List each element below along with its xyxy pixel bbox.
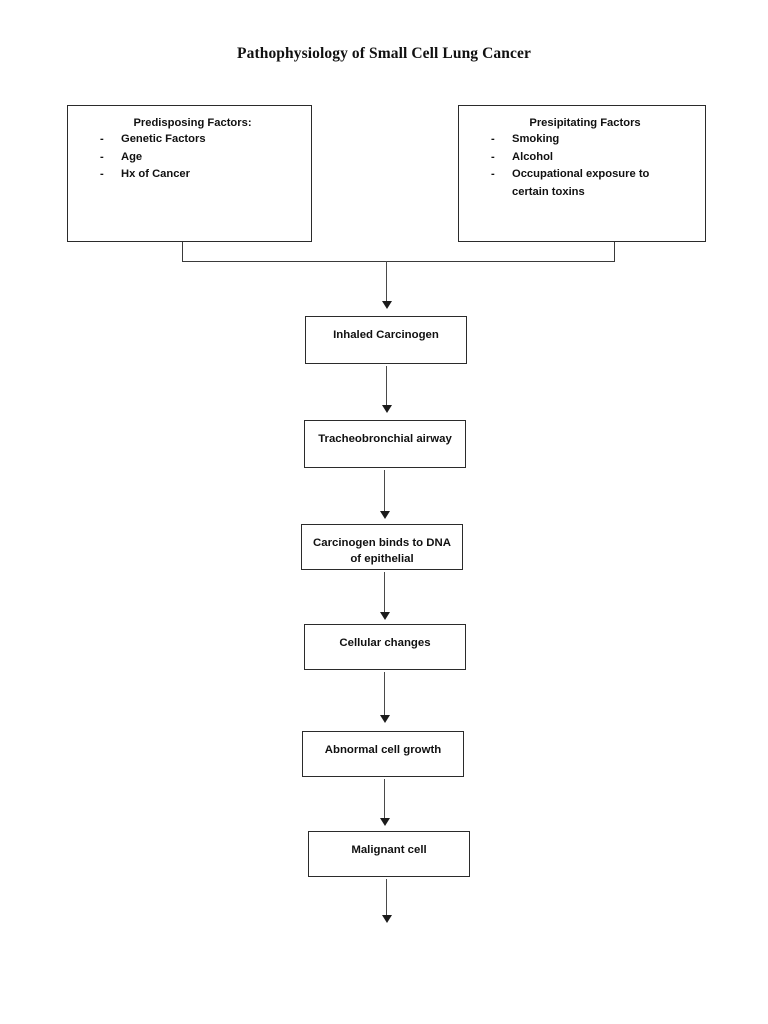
arrow-shaft-1 <box>386 366 387 408</box>
chain-box-tracheobronchial-airway: Tracheobronchial airway <box>304 420 466 468</box>
bullet-dash: - <box>491 150 495 163</box>
chain-box-cellular-changes: Cellular changes <box>304 624 466 670</box>
arrow-shaft-2 <box>384 470 385 514</box>
presipitating-factors-list: - Smoking - Alcohol - Occupational expos… <box>459 131 705 201</box>
presipitating-factors-heading: Presipitating Factors <box>529 117 641 129</box>
chain-box-abnormal-cell-growth: Abnormal cell growth <box>302 731 464 777</box>
chain-box-inhaled-carcinogen: Inhaled Carcinogen <box>305 316 467 364</box>
bullet-dash: - <box>100 168 104 180</box>
list-item-label: Occupational exposure to certain toxins <box>512 168 650 198</box>
chain-box-label: Inhaled Carcinogen <box>333 329 439 341</box>
bullet-dash: - <box>100 133 104 145</box>
arrow-head-2 <box>380 511 390 519</box>
presipitating-factors-box: Presipitating Factors - Smoking - Alcoho… <box>458 105 706 242</box>
list-item: - Genetic Factors <box>68 131 311 149</box>
list-item: - Alcohol <box>459 149 705 167</box>
merge-arrow-head <box>382 301 392 309</box>
merge-arrow-shaft <box>386 261 387 304</box>
list-item: - Age <box>68 149 311 167</box>
list-item: - Smoking <box>459 131 705 149</box>
list-item-label: Age <box>121 150 143 163</box>
chain-box-malignant-cell: Malignant cell <box>308 831 470 877</box>
chain-box-carcinogen-binds-dna: Carcinogen binds to DNA of epithelial <box>301 524 463 570</box>
arrow-shaft-terminal <box>386 879 387 918</box>
connector-horizontal-bar <box>182 261 615 262</box>
arrow-head-5 <box>380 818 390 826</box>
arrow-head-4 <box>380 715 390 723</box>
connector-stub-right <box>614 242 615 262</box>
bullet-dash: - <box>100 150 104 163</box>
arrow-head-terminal <box>382 915 392 923</box>
chain-box-label: Malignant cell <box>351 844 427 856</box>
page-title: Pathophysiology of Small Cell Lung Cance… <box>237 45 531 62</box>
list-item-label: Alcohol <box>512 150 554 163</box>
bullet-dash: - <box>491 168 495 180</box>
chain-box-label-line2: of epithelial <box>350 553 414 565</box>
arrow-head-3 <box>380 612 390 620</box>
predisposing-factors-list: - Genetic Factors - Age - Hx of Cancer <box>68 131 311 184</box>
connector-stub-left <box>182 242 183 262</box>
list-item-label: Genetic Factors <box>121 133 206 145</box>
arrow-shaft-3 <box>384 572 385 615</box>
chain-box-label: Tracheobronchial airway <box>318 433 452 445</box>
bullet-dash: - <box>491 133 495 145</box>
chain-box-label: Abnormal cell growth <box>324 744 442 756</box>
list-item: - Occupational exposure to certain toxin… <box>459 166 705 201</box>
chain-box-label: Carcinogen binds to DNA of epithelial <box>302 535 462 567</box>
list-item: - Hx of Cancer <box>68 166 311 184</box>
arrow-head-1 <box>382 405 392 413</box>
list-item-label: Smoking <box>512 133 560 145</box>
arrow-shaft-4 <box>384 672 385 718</box>
predisposing-factors-heading: Predisposing Factors: <box>133 117 252 129</box>
predisposing-factors-box: Predisposing Factors: - Genetic Factors … <box>67 105 312 242</box>
list-item-label: Hx of Cancer <box>121 168 191 180</box>
chain-box-label: Cellular changes <box>339 637 431 649</box>
chain-box-label-line1: Carcinogen binds to DNA <box>313 537 451 549</box>
arrow-shaft-5 <box>384 779 385 821</box>
